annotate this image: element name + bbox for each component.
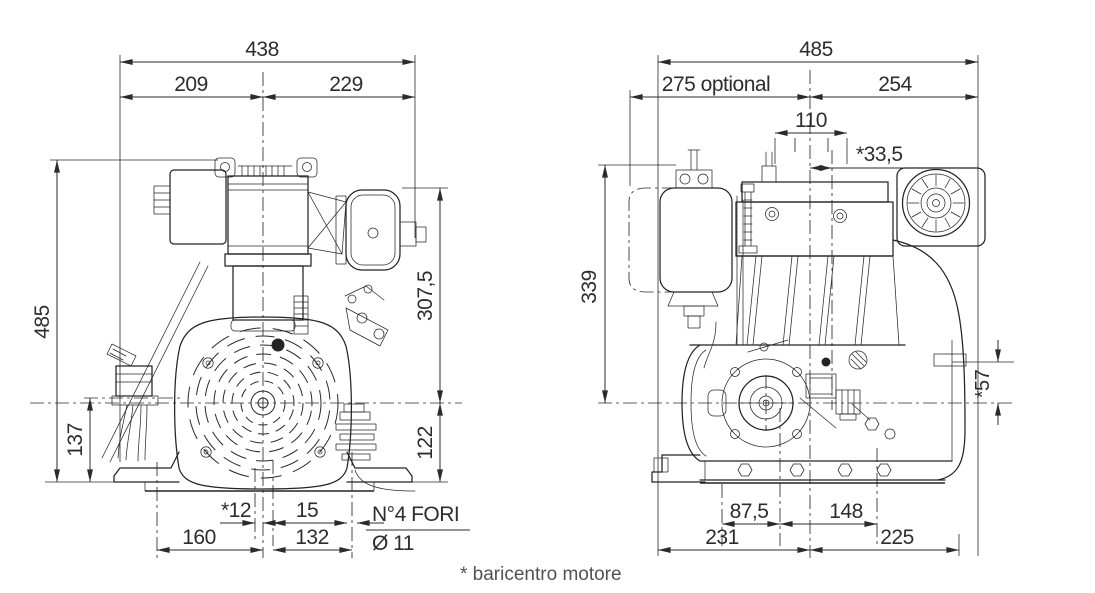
dim-side-bolt-rear: 148 [829,500,863,523]
dim-side-top-mount-spacing: 110 [795,109,827,132]
dim-side-cg-vertical: *57 [972,369,994,398]
side-centerlines [598,70,1016,558]
side-dimensions: 485 275 optional 254 110 *33,5 339 *57 8… [578,38,1014,556]
dim-side-overall-width: 485 [799,38,833,61]
front-engine-drawing [101,157,427,492]
front-centerlines [30,72,462,558]
optional-tank-outline [628,187,676,293]
front-dimensions: 438 209 229 485 137 307,5 122 *12 15 160… [31,38,470,555]
footnote-baricentro: * baricentro motore [460,564,622,585]
dim-front-center-to-left: 209 [174,73,208,96]
dim-side-cg-horizontal: *33,5 [856,143,903,166]
cooling-fins [746,255,871,346]
dim-front-crank-to-base: 122 [414,426,437,460]
dim-front-overall-height: 485 [31,305,54,339]
front-view: 438 209 229 485 137 307,5 122 *12 15 160… [30,38,470,558]
dim-front-center-offset: 15 [296,499,318,522]
air-cleaner-comb [241,165,285,177]
fan-grille [187,327,339,479]
dim-side-base-right: 225 [880,526,914,549]
dim-side-center-to-right: 254 [878,73,912,96]
dim-front-overall-width: 438 [245,38,279,61]
dim-front-pump-to-base: 137 [64,423,87,457]
label-holes-diameter: Ø 11 [372,532,414,555]
starter-pulley [901,168,971,238]
side-view: 485 275 optional 254 110 *33,5 339 *57 8… [578,38,1016,558]
dim-front-cg-offset: *12 [221,499,251,522]
dim-front-crank-to-top: 307,5 [414,271,437,321]
label-mounting-holes: N°4 FORI [372,503,459,526]
dim-side-bolt-front: 87,5 [730,500,769,523]
dim-front-bolt-left: 160 [182,526,216,549]
dim-side-tank-to-crank: 339 [578,270,601,304]
side-engine-drawing [628,149,986,484]
dim-side-optional-width: 275 optional [662,73,770,96]
dim-side-base-left: 231 [705,526,739,549]
dim-front-center-to-right: 229 [329,73,363,96]
dim-front-bolt-right: 132 [295,526,329,549]
